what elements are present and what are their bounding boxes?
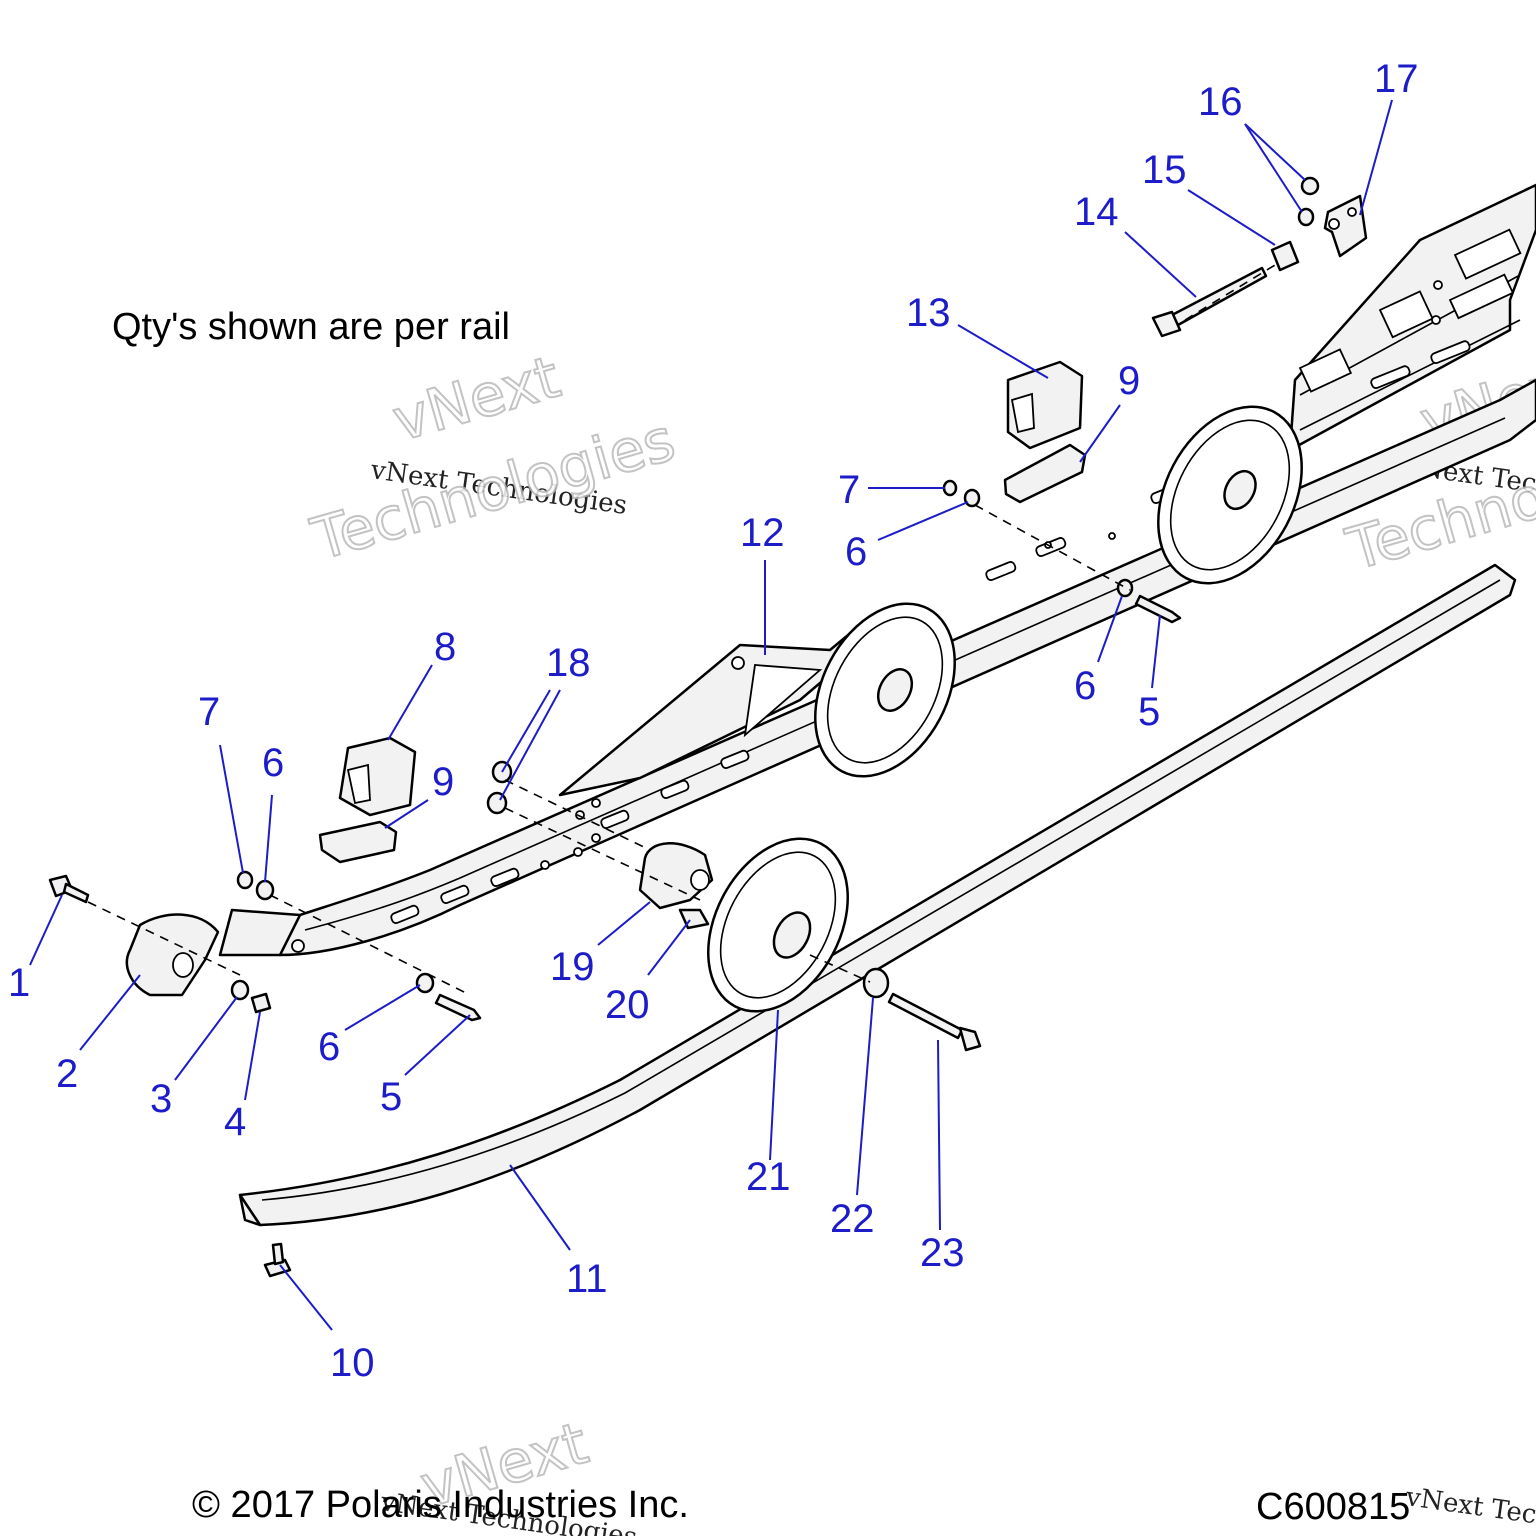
- bolt-part-23: [887, 992, 982, 1052]
- callout-18: 18: [546, 641, 591, 685]
- nut-part-7-upper: [942, 479, 958, 497]
- callout-labels: 1 2 3 4 5 5 6 6 6 6 7 7 8 9 9 10 11 12 1…: [8, 57, 1419, 1385]
- leader-lines: [29, 99, 1393, 1331]
- nut-part-4: [250, 992, 272, 1014]
- figure-code: C600815: [1256, 1486, 1411, 1528]
- clip-part-9-left: [318, 820, 398, 864]
- quantity-note: Qty's shown are per rail: [112, 306, 510, 348]
- callout-5-right: 5: [1138, 690, 1160, 734]
- callout-6-right: 6: [1074, 664, 1096, 708]
- washer-part-6-lower: [415, 972, 435, 994]
- callout-15: 15: [1142, 148, 1187, 192]
- rail-part-12: [218, 183, 1536, 957]
- bumper-part-2: [125, 913, 220, 997]
- nut-part-7-left: [236, 870, 254, 890]
- wheel-middle: [814, 602, 956, 778]
- callout-9-left: 9: [432, 760, 454, 804]
- copyright-text: © 2017 Polaris Industries Inc.: [192, 1484, 689, 1526]
- bracket-part-19: [638, 842, 714, 910]
- callout-17: 17: [1374, 57, 1419, 101]
- assembly-lines: [87, 261, 1281, 996]
- washer-part-6-left: [255, 879, 275, 901]
- callout-4: 4: [224, 1100, 246, 1144]
- callout-7-left: 7: [198, 690, 220, 734]
- plate-part-17: [1323, 194, 1368, 258]
- callout-14: 14: [1074, 190, 1119, 234]
- callout-16: 16: [1198, 80, 1243, 124]
- bolt-part-1: [48, 874, 90, 904]
- clip-part-9-upper: [1003, 443, 1087, 504]
- callout-20: 20: [605, 983, 650, 1027]
- callout-5-lower: 5: [380, 1075, 402, 1119]
- callout-10: 10: [330, 1341, 375, 1385]
- slide-part-11: [238, 563, 1517, 1227]
- callout-9-upper: 9: [1118, 359, 1140, 403]
- callout-2: 2: [56, 1052, 78, 1096]
- block-part-8: [338, 736, 417, 817]
- bolt-part-5-right: [1134, 594, 1182, 624]
- wheel-part-21: [707, 837, 849, 1013]
- watermark-big-left-2: Technologies: [304, 405, 682, 573]
- callout-8: 8: [434, 625, 456, 669]
- callout-21: 21: [746, 1155, 791, 1199]
- bolt-part-5-lower: [434, 993, 482, 1022]
- watermark-small-bottom-right: vNext Technologies: [1403, 1482, 1536, 1536]
- bushing-part-15: [1270, 240, 1300, 272]
- callout-6-left: 6: [262, 741, 284, 785]
- watermark-big-left-1: vNext: [385, 343, 567, 455]
- bolt-part-20: [678, 908, 710, 930]
- callout-13: 13: [906, 291, 951, 335]
- callout-23: 23: [920, 1231, 965, 1275]
- callout-1: 1: [8, 961, 30, 1005]
- watermark-left: vNext Technologies vNext Technologies: [303, 342, 683, 575]
- washer-part-3: [230, 979, 250, 1001]
- bolt-part-14: [1151, 266, 1268, 338]
- nut-part-16: [1297, 176, 1320, 227]
- callout-6-lower: 6: [318, 1025, 340, 1069]
- screw-part-10: [263, 1242, 292, 1278]
- washer-part-6-right: [1116, 578, 1134, 598]
- callout-3: 3: [150, 1077, 172, 1121]
- callout-11: 11: [566, 1257, 608, 1301]
- wheel-upper-right: [1157, 405, 1303, 585]
- callout-7-upper: 7: [838, 468, 860, 512]
- washer-part-22: [862, 967, 890, 999]
- block-part-13: [1006, 360, 1084, 450]
- callout-6-upper: 6: [845, 530, 867, 574]
- callout-12: 12: [740, 511, 785, 555]
- washer-part-6-upper: [963, 488, 981, 508]
- callout-22: 22: [830, 1197, 875, 1241]
- callout-19: 19: [550, 945, 595, 989]
